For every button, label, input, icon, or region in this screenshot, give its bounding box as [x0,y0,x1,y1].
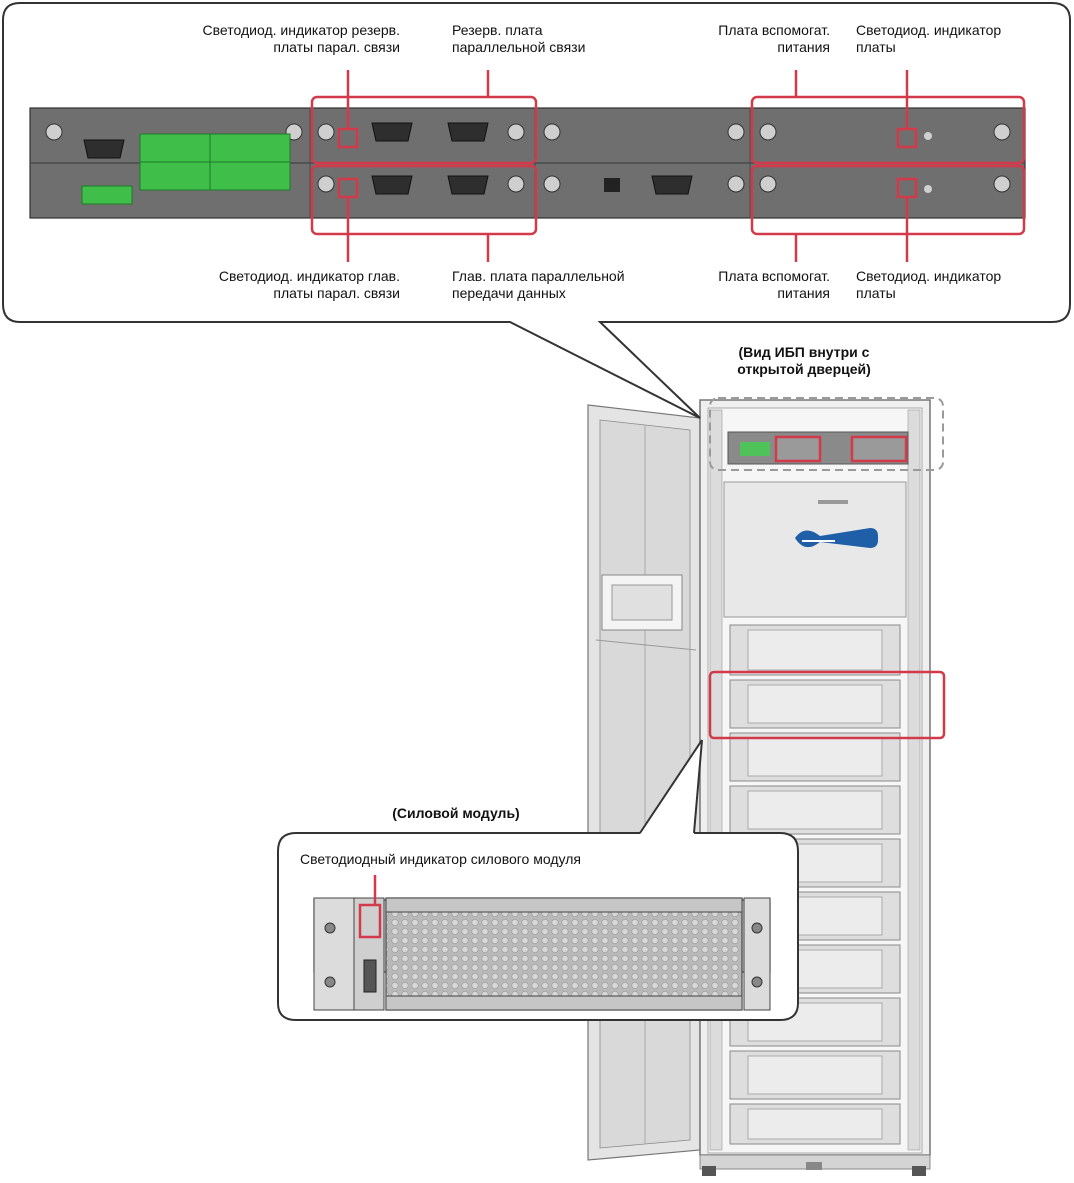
label-backup-parallel-led: Светодиод. индикатор резерв. платы парал… [100,22,400,56]
label-line: питания [650,285,830,302]
label-board-led-top: Светодиод. индикатор платы [856,22,1001,56]
label-main-parallel-led: Светодиод. индикатор глав. платы парал. … [100,268,400,302]
label-line: платы [856,285,1001,302]
power-module-led-label: Светодиодный индикатор силового модуля [300,851,581,868]
label-line: Светодиод. индикатор резерв. [100,22,400,39]
label-aux-power-board-top: Плата вспомогат. питания [650,22,830,56]
label-line: Глав. плата параллельной [452,268,625,285]
usb-port [604,178,620,192]
label-line: Светодиод. индикатор [856,268,1001,285]
label-aux-power-board-bottom: Плата вспомогат. питания [650,268,830,302]
label-line: Плата вспомогат. [650,22,830,39]
label-line: Светодиод. индикатор [856,22,1001,39]
module-grille [386,898,742,1010]
ups-view-caption: (Вид ИБП внутри с открытой дверцей) [694,344,914,378]
label-line: платы парал. связи [100,285,400,302]
switch-panel [724,482,906,617]
label-main-parallel-board: Глав. плата параллельной передачи данных [452,268,625,302]
ups-cabinet [588,400,930,1176]
label-line: параллельной связи [452,39,585,56]
label-line: Светодиод. индикатор глав. [100,268,400,285]
label-backup-parallel-board: Резерв. плата параллельной связи [452,22,585,56]
label-line: платы [856,39,1001,56]
label-line: платы парал. связи [100,39,400,56]
label-line: питания [650,39,830,56]
power-module-caption: (Силовой модуль) [356,805,556,822]
label-line: Резерв. плата [452,22,585,39]
caption-line: (Вид ИБП внутри с [694,344,914,361]
label-board-led-bottom: Светодиод. индикатор платы [856,268,1001,302]
label-line: Плата вспомогат. [650,268,830,285]
label-line: передачи данных [452,285,625,302]
caption-line: открытой дверцей) [694,361,914,378]
